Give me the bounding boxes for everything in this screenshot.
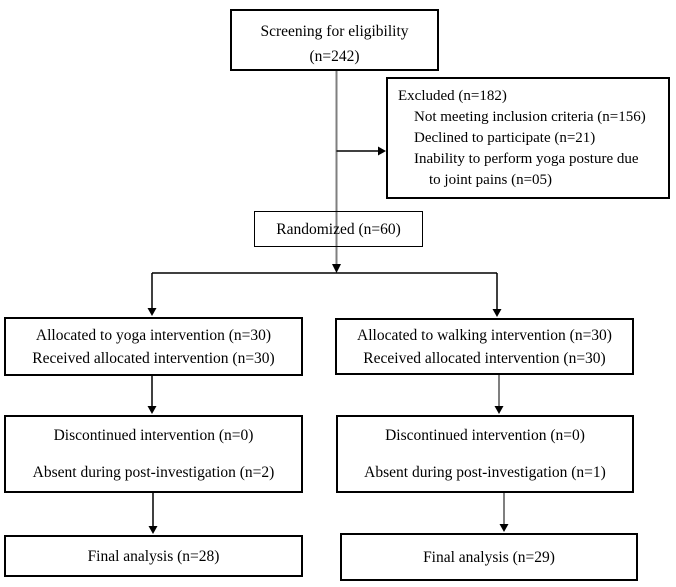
walking-final-analysis-box: Final analysis (n=29) — [340, 533, 638, 581]
connector-yoga-alloc-to-followup — [147, 376, 157, 414]
walking-followup-line1: Discontinued intervention (n=0) — [385, 427, 585, 444]
connector-split-to-yoga — [147, 273, 157, 316]
screening-count: (n=242) — [309, 48, 360, 65]
connector-yoga-followup-to-analysis — [148, 493, 158, 534]
walking-followup-line2: Absent during post-investigation (n=1) — [364, 464, 606, 481]
connector-walking-alloc-to-followup — [494, 375, 504, 414]
yoga-final-analysis-box: Final analysis (n=28) — [4, 535, 303, 577]
walking-allocation-box: Allocated to walking intervention (n=30)… — [335, 318, 634, 375]
yoga-followup-line2: Absent during post-investigation (n=2) — [32, 464, 275, 481]
yoga-allocation-line2: Received allocated intervention (n=30) — [32, 350, 275, 367]
yoga-final-analysis-label: Final analysis (n=28) — [87, 547, 220, 565]
screening-line1: Screening for eligibility — [260, 23, 409, 40]
excluded-box: Excluded (n=182) Not meeting inclusion c… — [386, 77, 670, 199]
yoga-allocation-line1: Allocated to yoga intervention (n=30) — [35, 327, 272, 344]
walking-final-analysis-label: Final analysis (n=29) — [423, 548, 555, 566]
randomized-label: Randomized (n=60) — [276, 220, 401, 238]
connector-split-to-walking — [492, 273, 502, 317]
excluded-reason-3: Inability to perform yoga posture due — [414, 151, 639, 167]
excluded-reason-1: Not meeting inclusion criteria (n=156) — [414, 109, 646, 125]
excluded-reason-3-continued: to joint pains (n=05) — [429, 172, 553, 188]
excluded-title: Excluded (n=182) — [398, 88, 507, 104]
yoga-allocation-box: Allocated to yoga intervention (n=30) Re… — [4, 317, 303, 376]
walking-allocation-line1: Allocated to walking intervention (n=30) — [357, 327, 612, 344]
spacer — [338, 446, 632, 463]
randomized-box: Randomized (n=60) — [254, 211, 423, 247]
spacer — [6, 446, 301, 463]
yoga-followup-box: Discontinued intervention (n=0) Absent d… — [4, 415, 303, 493]
screening-box: Screening for eligibility (n=242) — [230, 9, 439, 71]
walking-allocation-line2: Received allocated intervention (n=30) — [363, 350, 606, 367]
connector-walking-followup-to-analysis — [499, 493, 509, 532]
yoga-followup-line1: Discontinued intervention (n=0) — [53, 427, 254, 444]
excluded-reason-2: Declined to participate (n=21) — [414, 130, 596, 146]
connector-to-excluded — [336, 146, 386, 156]
connector-screening-to-split — [332, 71, 341, 273]
walking-followup-box: Discontinued intervention (n=0) Absent d… — [336, 415, 634, 493]
